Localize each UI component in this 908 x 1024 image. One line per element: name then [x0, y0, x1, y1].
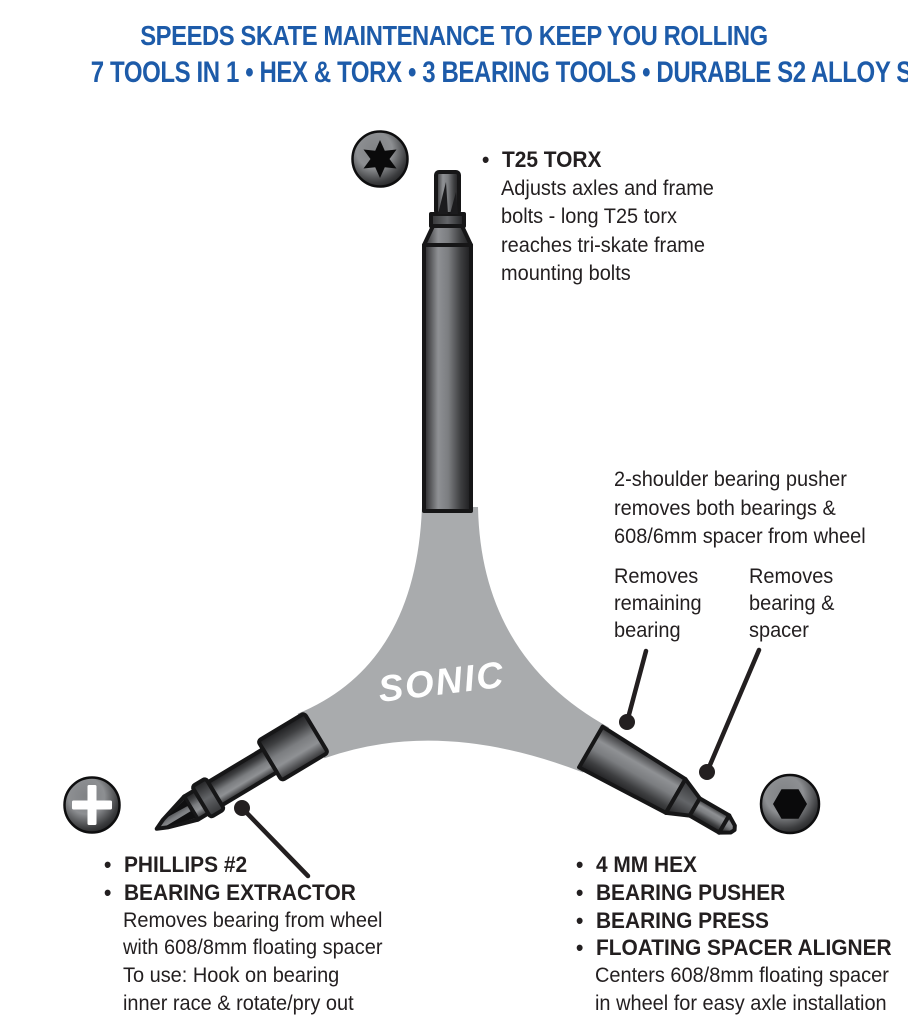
leader-lines: [234, 647, 762, 879]
leader-bearing-spacer: [699, 647, 762, 780]
bullet-glyph: •: [104, 852, 112, 877]
list-item-phillips: •PHILLIPS #2: [104, 852, 248, 877]
spacer-line: spacer: [749, 619, 809, 642]
hex-socket-icon: [759, 773, 821, 835]
phillips-extractor-list: •PHILLIPS #2 •BEARING EXTRACTOR Removes …: [104, 851, 382, 1018]
list-item-bearing-pusher: •BEARING PUSHER: [576, 879, 786, 905]
pusher-callout-line: 608/6mm spacer from wheel: [614, 525, 866, 548]
remaining-line: Removes: [614, 565, 699, 588]
hex-pusher-list: •4 MM HEX •BEARING PUSHER •BEARING PRESS…: [576, 851, 892, 1018]
aligner-desc-line: Centers 608/8mm floating spacer: [595, 964, 889, 988]
remaining-bearing-callout: Removes remaining bearing: [614, 563, 702, 644]
leader-extractor: [234, 800, 311, 879]
bearing-spacer-callout: Removes bearing & spacer: [749, 563, 834, 644]
list-item-bearing-press: •BEARING PRESS: [576, 907, 769, 933]
aligner-desc-line: in wheel for easy axle installation: [595, 991, 887, 1015]
torx-callout: •T25 TORX Adjusts axles and frame bolts …: [482, 146, 714, 289]
remaining-line: bearing: [614, 619, 681, 642]
torx-callout-line: reaches tri-skate frame: [501, 233, 706, 257]
torx-star-icon: [351, 130, 409, 188]
bullet-glyph: •: [104, 879, 112, 905]
leader-dot: [234, 800, 250, 816]
torx-callout-line: mounting bolts: [501, 262, 631, 285]
torx-callout-line: bolts - long T25 torx: [501, 205, 677, 228]
extractor-desc-line: Removes bearing from wheel: [123, 908, 383, 932]
phillips-cross-icon: [63, 776, 121, 834]
bullet-glyph: •: [576, 879, 584, 905]
bullet-glyph: •: [576, 852, 584, 877]
leader-dot: [619, 714, 635, 730]
spacer-line: Removes: [749, 565, 834, 588]
phillips-bit: [154, 712, 329, 831]
tool-y-body: [297, 507, 609, 773]
pusher-callout: 2-shoulder bearing pusher removes both b…: [614, 466, 866, 552]
spacer-line: bearing &: [749, 592, 835, 615]
list-item-spacer-aligner: •FLOATING SPACER ALIGNER: [576, 935, 892, 961]
extractor-desc-line: To use: Hook on bearing: [123, 964, 340, 988]
torx-callout-title: •T25 TORX: [482, 146, 714, 175]
pusher-callout-line: removes both bearings &: [614, 496, 836, 520]
list-item-bearing-extractor: •BEARING EXTRACTOR: [104, 879, 356, 905]
torx-bit: [422, 170, 473, 513]
extractor-desc-line: with 608/8mm floating spacer: [123, 936, 383, 960]
extractor-desc-line: inner race & rotate/pry out: [123, 991, 354, 1015]
list-item-hex: •4 MM HEX: [576, 852, 697, 877]
remaining-line: remaining: [614, 592, 702, 615]
bullet-glyph: •: [576, 935, 584, 961]
header-line-1: SPEEDS SKATE MAINTENANCE TO KEEP YOU ROL…: [140, 20, 768, 51]
bullet-glyph: •: [576, 907, 584, 933]
pusher-callout-line: 2-shoulder bearing pusher: [614, 468, 847, 491]
leader-remaining-bearing: [619, 648, 649, 730]
leader-dot: [699, 764, 715, 780]
header-line-2: 7 TOOLS IN 1 • HEX & TORX • 3 BEARING TO…: [90, 56, 908, 89]
hex-pusher-bit: [577, 724, 737, 835]
bullet-glyph: •: [482, 147, 490, 172]
torx-callout-line: Adjusts axles and frame: [501, 176, 714, 200]
